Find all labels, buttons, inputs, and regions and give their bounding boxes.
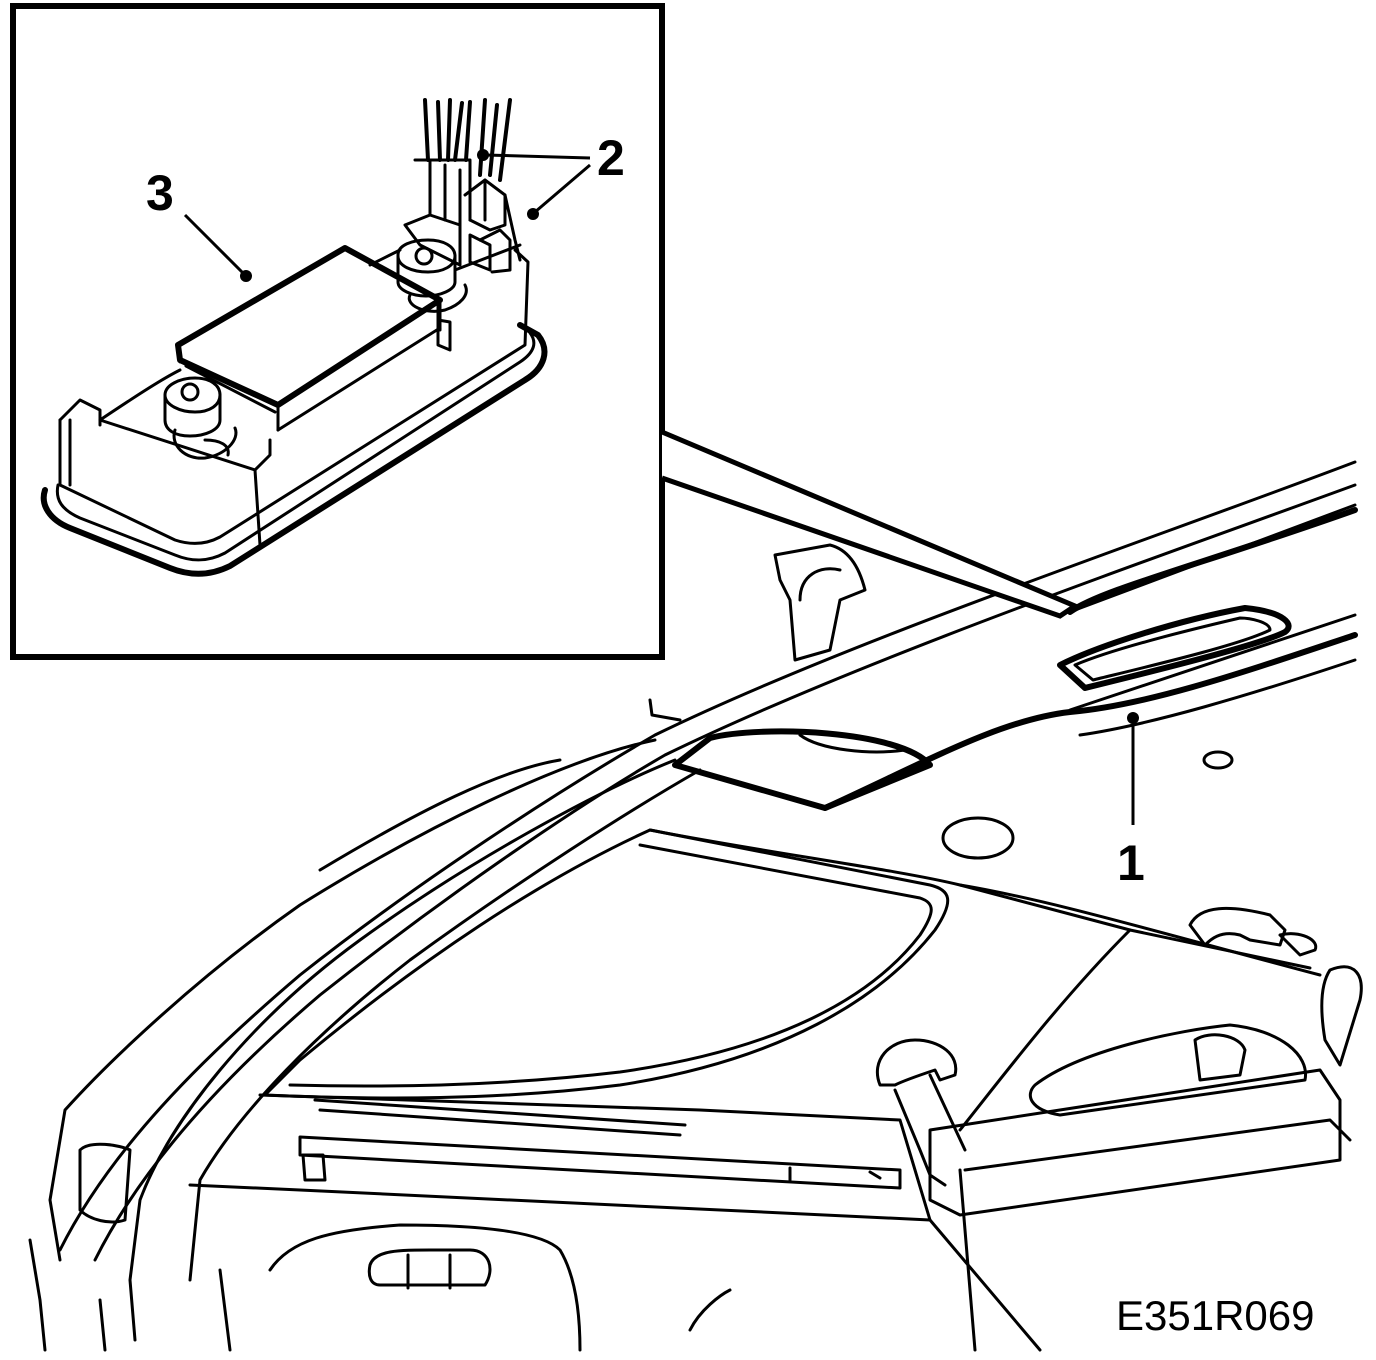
sun-visor-left: [188, 1093, 932, 1222]
screw-cover-a: [1202, 750, 1234, 770]
connector: [403, 158, 522, 352]
vehicle-interior: [28, 460, 1363, 1352]
visor-clip-right: [1188, 906, 1287, 947]
windshield-glass: [263, 828, 950, 1100]
grab-handle: [773, 543, 867, 662]
lamp-base-plate: [40, 322, 548, 577]
door-pillar-left: [78, 1142, 132, 1224]
callout-3: 3: [146, 165, 252, 282]
sun-visor-right: [1320, 965, 1363, 1067]
headliner-edge: [822, 632, 1358, 811]
lamp-housing: [58, 248, 530, 545]
interior-lamp-unit: [40, 98, 548, 577]
visor-strip: [298, 1135, 902, 1190]
roof-rail-outer: [58, 460, 1357, 1252]
callout-3-label: 3: [146, 165, 174, 221]
a-pillar-outer: [48, 738, 657, 1262]
roof-console-opening: [672, 728, 933, 811]
sun-visor-center: [928, 1068, 1342, 1217]
screw-cover-b: [941, 816, 1015, 860]
callout-2-label: 2: [597, 130, 625, 186]
figure-id: E351R069: [1116, 1292, 1315, 1339]
a-pillar-inner: [128, 758, 677, 1342]
callout-2: 2: [477, 130, 625, 220]
callout-1: 1: [1117, 712, 1145, 891]
lamp-opening: [1057, 605, 1292, 691]
wires: [423, 98, 512, 182]
mirror-mount: [876, 1038, 958, 1087]
inset-frame: [10, 3, 665, 660]
detail-inset: [10, 3, 1081, 660]
dash-lower: [268, 1223, 582, 1352]
roof-rail-middle: [93, 483, 1357, 1262]
roof-rail-thick: [1067, 507, 1358, 615]
callout-1-label: 1: [1117, 835, 1145, 891]
inset-pointer: [661, 429, 1081, 619]
